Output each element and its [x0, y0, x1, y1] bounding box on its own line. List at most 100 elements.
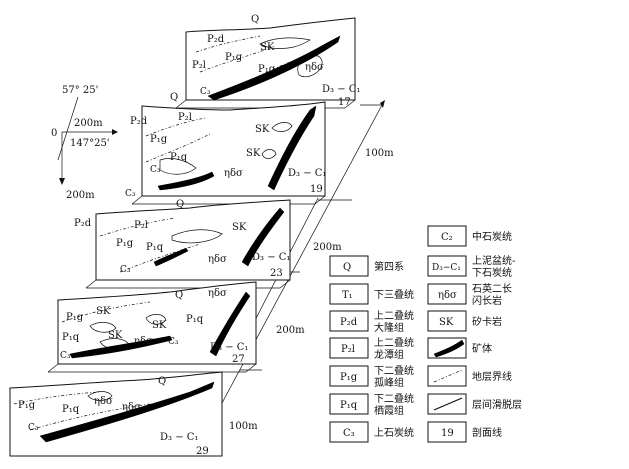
legend-desc-c3: 上石炭统: [374, 426, 414, 439]
boundary-line-swatch: [427, 365, 467, 387]
legend-desc2-p2d: 大隆组: [374, 321, 404, 334]
legend-desc-ore: 矿体: [472, 342, 492, 355]
sec23-c3-label: C₃: [120, 265, 131, 275]
sec17-number-label: 17: [338, 97, 351, 108]
sec23-p2d-label: P₂d: [74, 218, 92, 229]
sec19-eta-label: ηδσ: [224, 168, 243, 179]
legend-desc-t1: 下三叠统: [374, 288, 414, 301]
sec19-c3a-label: C₃: [150, 165, 161, 175]
legend-desc-eta: 石英二长: [472, 282, 512, 295]
sec17-c3-label: C₃: [200, 87, 211, 97]
legend-desc-d3c1: 上泥盆统-: [472, 254, 516, 267]
latitude-label: 57° 25': [62, 85, 98, 96]
legend-desc2-p1q: 栖霞组: [374, 404, 404, 417]
sec19-sk2-label: SK: [246, 148, 261, 159]
sec19-d3c1-label: D₃ − C₁: [288, 168, 326, 179]
sec27-sk1-label: SK: [96, 306, 111, 317]
legend: Q 第四系 T₁ 下三叠统 P₂d 上二叠统 大隆组 P₂l 上二叠统 龙潭组 …: [329, 225, 522, 443]
south-arrow-icon: [59, 178, 65, 185]
sec19-p1q-label: P₁q: [170, 152, 188, 163]
sec29-eta2-label: ηδσ: [122, 402, 141, 413]
sec27-d3c1-label: D₃ − C₁: [210, 342, 248, 353]
sec23-p2l-label: P₂l: [134, 220, 148, 231]
legend-code-p2l: P₂l: [341, 344, 355, 355]
sec23-p1q-label: P₁q: [146, 242, 164, 253]
sec19-p1g-label: P₁g: [150, 134, 168, 145]
legend-code-t1: T₁: [342, 290, 353, 301]
legend-code-c3: C₃: [343, 428, 355, 439]
sec27-p1q-right-label: P₁q: [186, 314, 204, 325]
legend-code-d3c1: D₃−C₁: [432, 263, 461, 273]
orientation-indicator: 57° 25' 0 200m 147°25' 200m: [51, 85, 118, 201]
sec23-d3c1-label: D₃ − C₁: [252, 252, 290, 263]
legend-desc-p1q: 下二叠统: [374, 392, 414, 405]
legend-code-p1g: P₁g: [340, 372, 358, 383]
legend-code-eta: ηδσ: [438, 290, 457, 301]
legend-desc-p2d: 上二叠统: [374, 309, 414, 322]
sec27-c3a-label: C₃: [168, 337, 179, 347]
legend-desc-slip: 层间滑脱层: [472, 398, 522, 411]
sec27-p1g-label: P₁g: [66, 312, 84, 323]
south-scale-label: 200m: [66, 190, 95, 201]
longitude-label: 147°25': [70, 138, 110, 149]
spacing-label-2: 200m: [313, 242, 342, 253]
sec27-sk3-label: SK: [152, 320, 167, 331]
sec29-number-label: 29: [196, 446, 209, 457]
sec19-number-label: 19: [310, 184, 323, 195]
legend-code-p1q: P₁q: [340, 400, 358, 411]
legend-right-column: C₂ 中石炭统 D₃−C₁ 上泥盆统- 下石炭统 ηδσ 石英二长 闪长岩 SK…: [427, 225, 522, 443]
sec29-q-label: Q: [158, 376, 166, 387]
sec27-p1q-left-label: P₁q: [62, 332, 80, 343]
legend-desc2-p2l: 龙潭组: [374, 348, 404, 361]
sec29-c3-label: C₃: [28, 423, 39, 433]
east-arrow-icon: [112, 129, 118, 135]
legend-code-c2: C₂: [441, 232, 453, 243]
legend-desc2-p1g: 孤峰组: [374, 376, 404, 389]
sec17-q-label: Q: [251, 14, 259, 25]
legend-code-q: Q: [343, 262, 351, 273]
sec29-d3c1-label: D₃ − C₁: [160, 432, 198, 443]
sec27-q-label: Q: [175, 290, 183, 301]
legend-desc2-eta: 闪长岩: [472, 294, 502, 307]
sec23-sk-label: SK: [232, 222, 247, 233]
legend-desc2-d3c1: 下石炭统: [472, 266, 512, 279]
legend-code-p2d: P₂d: [340, 317, 358, 328]
legend-code-section: 19: [441, 428, 454, 439]
sec19-p2l-label: P₂l: [178, 112, 192, 123]
sec17-p2l-label: P₂l: [192, 60, 206, 71]
sec17-p1g-label: P₁g: [225, 52, 243, 63]
sec19-q-label: Q: [170, 92, 178, 103]
sec27-eta-label: ηδσ: [134, 336, 153, 347]
sec27-c3b-label: C₃: [60, 351, 71, 361]
legend-desc-q: 第四系: [374, 260, 404, 273]
sec17-eta-label: ηδσ: [305, 62, 324, 73]
sec23-eta-label: ηδσ: [208, 254, 227, 265]
spacing-label-1: 100m: [365, 148, 394, 159]
section-23: Q P₂d P₂l P₁g P₁q SK ηδσ C₃ D₃ − C₁ 23: [74, 199, 291, 289]
sec23-p1g-label: P₁g: [116, 238, 134, 249]
sec19-p2d-label: P₂d: [130, 116, 148, 127]
sec27-sk2-label: SK: [108, 330, 123, 341]
sec29-eta1-label: ηδσ: [94, 396, 113, 407]
sec27-eta-top-label: ηδσ: [208, 288, 227, 299]
legend-desc-boundary: 地层界线: [472, 370, 512, 383]
legend-desc-sk: 矽卡岩: [472, 315, 502, 328]
legend-desc-section: 剖面线: [472, 426, 502, 439]
sec19-c3b-label: C₃: [125, 189, 136, 199]
sec17-sk-label: SK: [260, 42, 275, 53]
sec19-sk1-label: SK: [255, 124, 270, 135]
legend-desc-p1g: 下二叠统: [374, 364, 414, 377]
sec23-number-label: 23: [270, 268, 283, 279]
spacing-label-4: 100m: [229, 421, 258, 432]
sec17-p1q-label: P₁q: [258, 64, 276, 75]
origin-label: 0: [51, 128, 57, 139]
spacing-label-3: 200m: [276, 325, 305, 336]
sec29-p1g-label: P₁g: [18, 400, 36, 411]
sec23-q-label: Q: [176, 199, 184, 210]
legend-desc-p2l: 上二叠统: [374, 336, 414, 349]
east-scale-label: 200m: [74, 118, 103, 129]
north-axis-line: [57, 96, 79, 161]
section-17: Q P₂d P₂l P₁g SK P₁q ηδσ C₃ D₃ − C₁ 17: [175, 14, 360, 109]
section-19: Q P₂d P₂l P₁g SK SK P₁q ηδσ C₃ C₃ D₃ − C…: [125, 92, 326, 205]
